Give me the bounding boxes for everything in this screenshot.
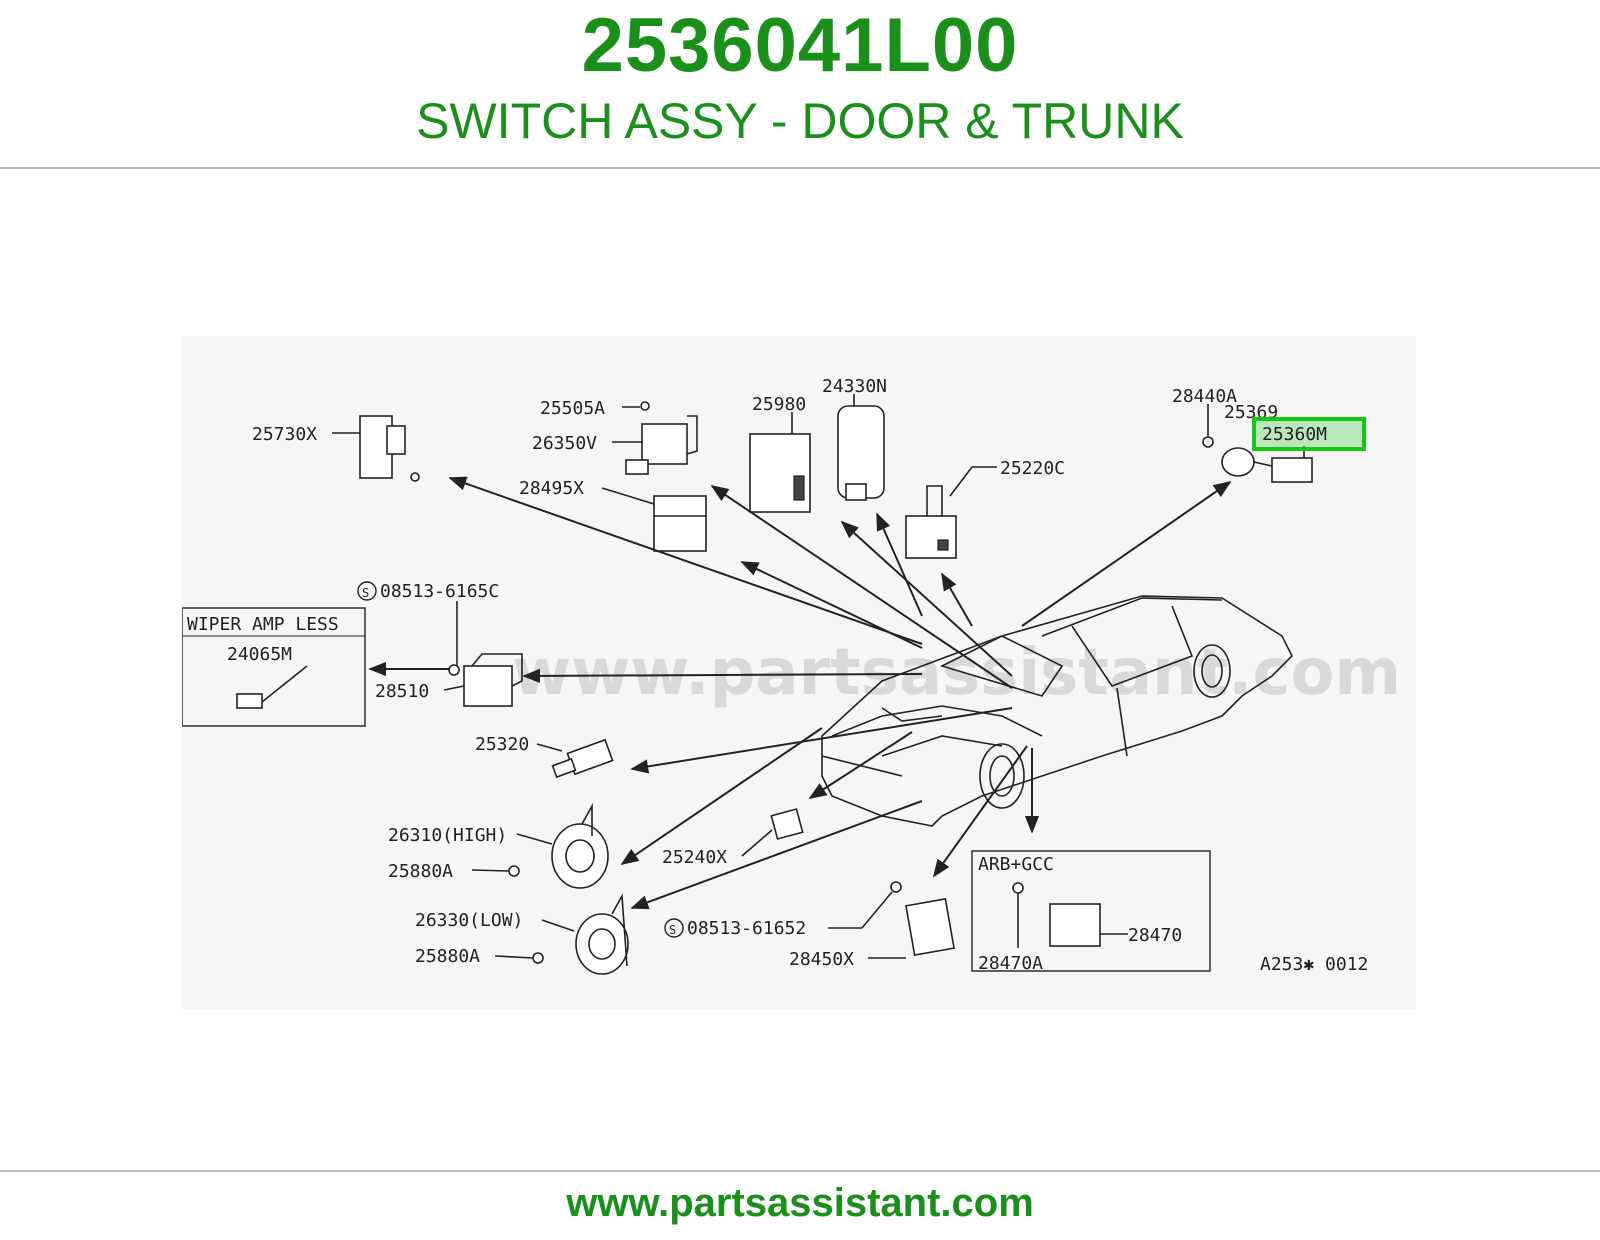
part-28495X [653,495,707,552]
svg-text:S: S [362,586,369,600]
part-number-title: 2536041L00 [581,3,1019,88]
label-25980: 25980 [752,394,806,415]
car-illustration [821,595,1293,827]
label-25730X: 25730X [252,424,317,445]
label-28510: 28510 [375,681,429,702]
part-26350V [625,401,698,475]
part-28450X [890,881,955,957]
part-25360M-door-switch [1202,436,1313,483]
label-25220C: 25220C [1000,458,1065,479]
part-labels: 25730X 25505A 26350V 28495X 25980 24330N… [252,376,1368,975]
top-divider [0,167,1600,169]
wiper-amp-less-label: WIPER AMP LESS [187,614,339,635]
part-25240X [770,808,804,840]
label-26350V: 26350V [532,433,597,454]
svg-text:S: S [669,923,676,937]
part-28470 [1049,903,1101,947]
label-25505A: 25505A [540,398,605,419]
highlight-box-25360M [1252,417,1366,451]
s-circle-icon-1 [357,581,377,601]
arb-gcc-label: ARB+GCC [978,854,1054,875]
leader-lines [332,394,1305,959]
label-25880A-1: 25880A [388,861,453,882]
part-24065M [236,693,263,709]
part-26330-horn-low [532,893,629,975]
watermark-text: www.partsassistant.com [512,636,1401,710]
bottom-divider [0,1170,1600,1172]
website-footer: www.partsassistant.com [566,1181,1034,1225]
label-25880A-2: 25880A [415,946,480,967]
label-24065M: 24065M [227,644,292,665]
label-28470A: 28470A [978,953,1043,974]
s-circle-icon-2 [664,918,684,938]
arb-gcc-box: ARB+GCC 28470 28470A [971,850,1211,974]
part-25980 [749,433,811,513]
part-25730X [359,415,420,482]
label-28440A: 28440A [1172,386,1237,407]
part-28510 [448,653,523,707]
part-26310-horn-high [508,802,609,889]
label-26310-high: 26310(HIGH) [388,825,507,846]
parts-diagram: www.partsassistant.com WIPER AMP LESS 24… [182,336,1416,1010]
part-24330N [837,405,885,501]
part-25320 [551,738,614,779]
label-28495X: 28495X [519,478,584,499]
part-25220C [905,485,957,559]
label-28450X: 28450X [789,949,854,970]
label-24330N: 24330N [822,376,887,397]
label-25320: 25320 [475,734,529,755]
label-25240X: 25240X [662,847,727,868]
page-header: 2536041L00 SWITCH ASSY - DOOR & TRUNK [0,0,1600,168]
part-name-subtitle: SWITCH ASSY - DOOR & TRUNK [416,93,1184,149]
label-08513-6165C: 08513-6165C [380,581,499,602]
label-26330-low: 26330(LOW) [415,910,523,931]
label-08513-61652: 08513-61652 [687,918,806,939]
part-28470A [1012,882,1024,894]
wiper-amp-less-box: WIPER AMP LESS 24065M [182,607,366,727]
drawing-code: A253✱ 0012 [1260,954,1368,975]
callout-arrows [368,476,1232,910]
parts-diagram-svg: www.partsassistant.com WIPER AMP LESS 24… [182,376,1401,975]
label-25360M: 25360M [1262,424,1327,445]
label-28470: 28470 [1128,925,1182,946]
